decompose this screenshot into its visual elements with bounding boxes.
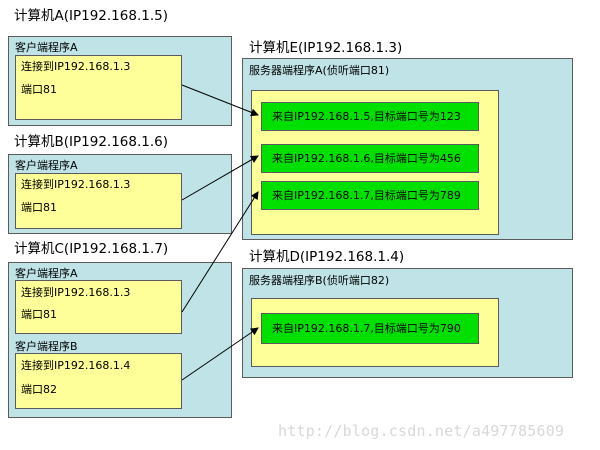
client-a-label: 客户端程序A (15, 41, 78, 54)
computer-e-title: 计算机E(IP192.168.1.3) (249, 40, 403, 56)
computer-b-box: 客户端程序A 连接到IP192.168.1.3 端口81 (8, 154, 232, 234)
computer-c-title: 计算机C(IP192.168.1.7) (14, 241, 169, 257)
arrow-a-to-conn1 (181, 84, 259, 117)
client-cb-port: 端口82 (21, 383, 57, 396)
computer-b-title: 计算机B(IP192.168.1.6) (14, 134, 169, 150)
connection-d-1-label: 来自IP192.168.1.7,目标端口号为790 (272, 322, 461, 335)
connection-e-3-label: 来自IP192.168.1.7,目标端口号为789 (272, 189, 461, 202)
connection-e-2: 来自IP192.168.1.6,目标端口号为456 (261, 144, 479, 173)
client-ca-port: 端口81 (21, 308, 57, 321)
client-ca-connect: 连接到IP192.168.1.3 (21, 286, 131, 299)
computer-c-box: 客户端程序A 连接到IP192.168.1.3 端口81 客户端程序B 连接到I… (8, 262, 232, 418)
client-ca-label: 客户端程序A (15, 267, 78, 280)
arrow-ca-to-conn3 (181, 191, 259, 313)
client-b-label: 客户端程序A (15, 159, 78, 172)
arrow-b-to-conn2 (181, 155, 259, 201)
server-a-box: 来自IP192.168.1.5,目标端口号为123 来自IP192.168.1.… (251, 90, 499, 235)
connection-e-1: 来自IP192.168.1.5,目标端口号为123 (261, 102, 479, 131)
client-cb-label: 客户端程序B (15, 340, 78, 353)
connection-e-2-label: 来自IP192.168.1.6,目标端口号为456 (272, 152, 461, 165)
client-ca-box: 连接到IP192.168.1.3 端口81 (15, 280, 182, 334)
computer-d-title: 计算机D(IP192.168.1.4) (249, 249, 405, 265)
client-b-connect: 连接到IP192.168.1.3 (21, 178, 131, 191)
server-b-label: 服务器端程序B(侦听端口82) (249, 274, 390, 287)
server-a-label: 服务器端程序A(侦听端口81) (249, 64, 390, 77)
connection-d-1: 来自IP192.168.1.7,目标端口号为790 (261, 313, 479, 344)
client-b-box: 连接到IP192.168.1.3 端口81 (15, 173, 182, 229)
client-b-port: 端口81 (21, 201, 57, 214)
computer-a-title: 计算机A(IP192.168.1.5) (14, 8, 168, 24)
watermark: http://blog.csdn.net/a497785609 (278, 422, 565, 440)
client-a-box: 连接到IP192.168.1.3 端口81 (15, 55, 182, 120)
client-cb-box: 连接到IP192.168.1.4 端口82 (15, 353, 182, 409)
client-cb-connect: 连接到IP192.168.1.4 (21, 359, 131, 372)
client-a-port: 端口81 (21, 83, 57, 96)
computer-e-box: 服务器端程序A(侦听端口81) 来自IP192.168.1.5,目标端口号为12… (242, 58, 573, 240)
connection-e-3: 来自IP192.168.1.7,目标端口号为789 (261, 181, 479, 210)
connection-e-1-label: 来自IP192.168.1.5,目标端口号为123 (272, 110, 461, 123)
computer-a-box: 客户端程序A 连接到IP192.168.1.3 端口81 (8, 36, 232, 126)
client-a-connect: 连接到IP192.168.1.3 (21, 60, 131, 73)
arrow-cb-to-d-conn (181, 327, 259, 381)
